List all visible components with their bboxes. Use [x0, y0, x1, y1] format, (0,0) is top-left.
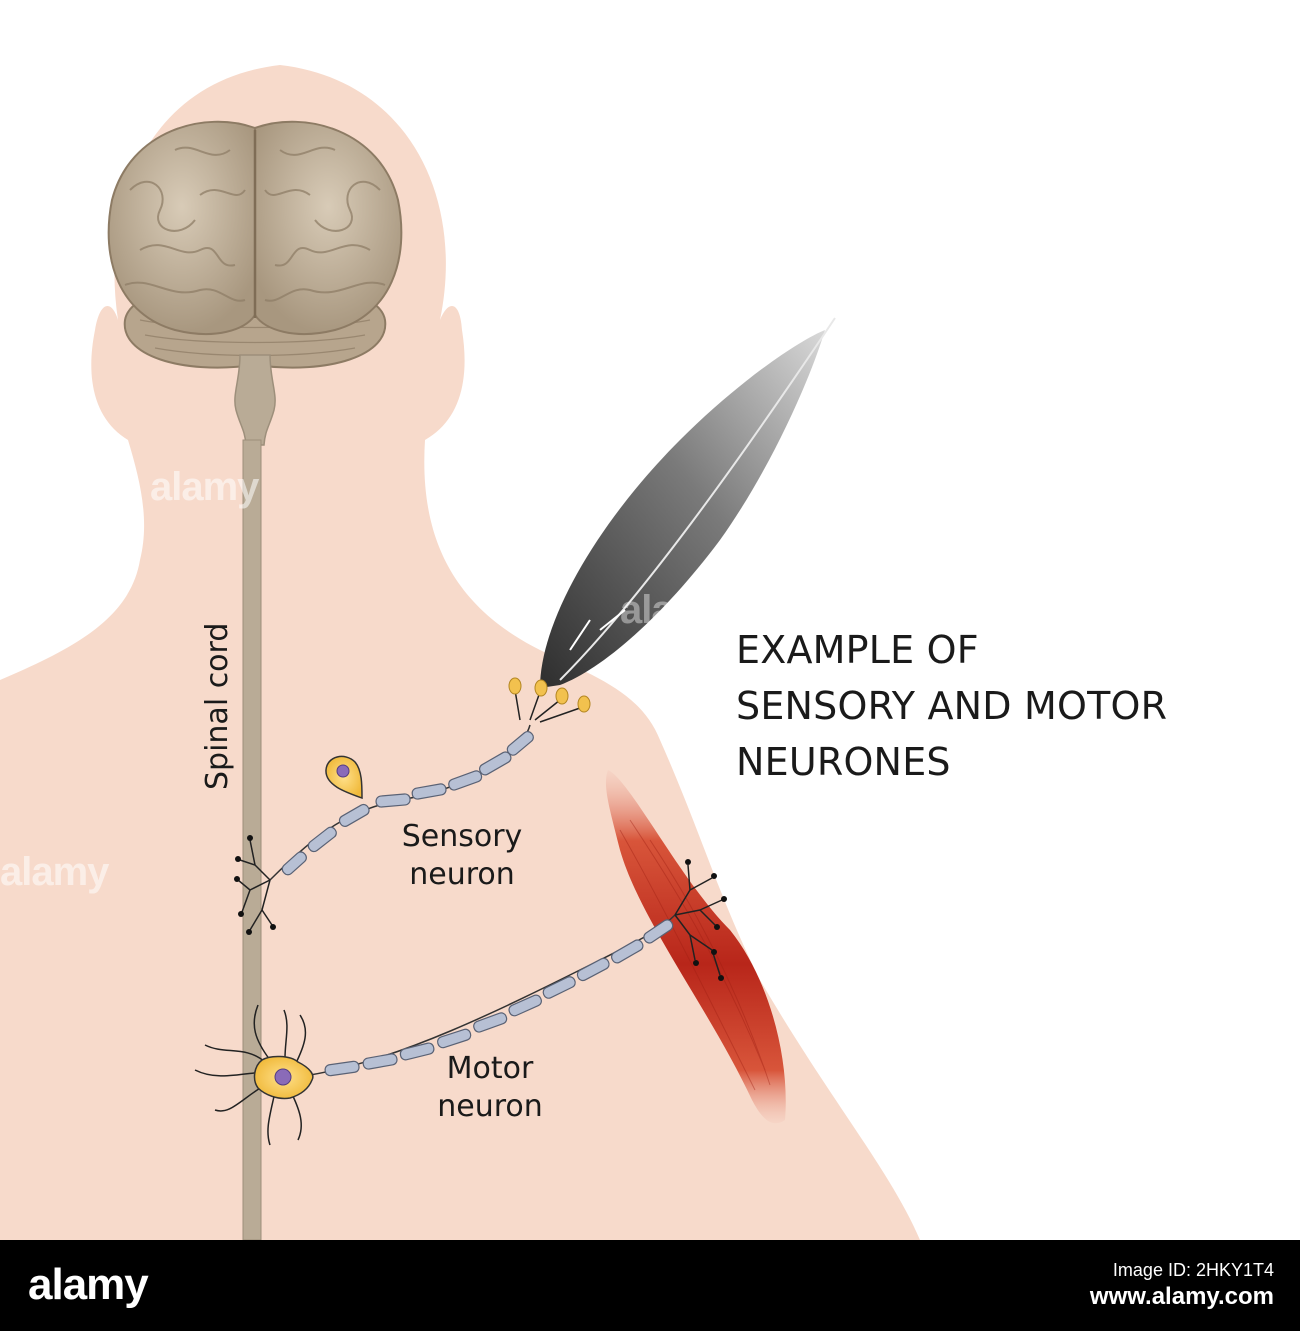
- muscle-body: [605, 770, 786, 1124]
- watermark-left-top: alamy: [150, 465, 259, 509]
- motor-label-line1: Motor: [446, 1051, 534, 1086]
- sensory-label-line2: neuron: [409, 857, 515, 892]
- feather-vane: [540, 330, 825, 688]
- footer-image-id: Image ID: 2HKY1T4: [1112, 1260, 1274, 1280]
- footer-info: Image ID: 2HKY1T4 www.alamy.com: [1090, 1258, 1274, 1312]
- footer-bar: alamy Image ID: 2HKY1T4 www.alamy.com: [0, 1240, 1300, 1331]
- footer-url: www.alamy.com: [1089, 1283, 1274, 1310]
- title-line3: NEURONES: [736, 740, 951, 784]
- sensory-nucleus: [336, 764, 350, 778]
- watermark-center: alamy: [620, 588, 729, 632]
- feather: [540, 317, 836, 688]
- diagram-title: EXAMPLE OF SENSORY AND MOTOR NEURONES: [736, 622, 1256, 790]
- motor-myelin: [324, 919, 674, 1077]
- motor-neuron-label: Motor neuron: [390, 1050, 590, 1126]
- biceps-muscle: [605, 770, 786, 1124]
- feather-shaft: [559, 317, 836, 681]
- muscle-fibers: [619, 819, 771, 1091]
- sensory-terminals: [237, 839, 273, 931]
- feather-barb-gaps: [569, 609, 626, 651]
- sensory-terminal-dots: [234, 835, 276, 935]
- motor-neuron: [194, 859, 727, 1146]
- sensory-neuron-label: Sensory neuron: [362, 818, 562, 894]
- sensory-axon: [269, 724, 534, 881]
- brain: [107, 120, 403, 369]
- brain-gyri: [124, 146, 386, 302]
- watermark-left-mid: alamy: [0, 850, 109, 894]
- motor-end-plate-dots: [685, 859, 727, 981]
- motor-nucleus: [274, 1068, 292, 1086]
- receptor-endings: [508, 677, 591, 713]
- title-line2: SENSORY AND MOTOR: [736, 684, 1168, 728]
- motor-dendrites: [194, 1004, 307, 1146]
- left-hemisphere: [107, 120, 256, 336]
- title-line1: EXAMPLE OF: [736, 628, 979, 672]
- sensory-label-line1: Sensory: [401, 819, 523, 854]
- sensory-receptors: [514, 689, 581, 723]
- motor-end-plates: [674, 864, 723, 976]
- footer-logo: alamy: [28, 1260, 149, 1309]
- spinal-cord-label: Spinal cord: [200, 622, 235, 790]
- brainstem: [234, 354, 276, 446]
- sensory-neuron: [234, 677, 591, 935]
- right-hemisphere: [254, 120, 403, 336]
- motor-label-line2: neuron: [437, 1089, 543, 1124]
